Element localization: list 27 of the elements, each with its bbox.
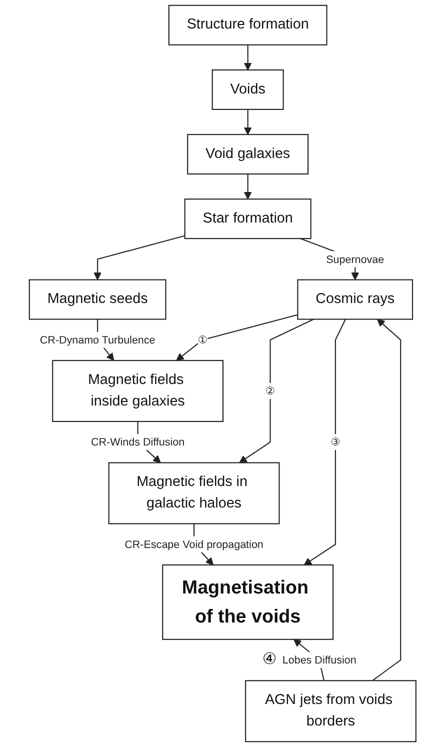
node-box: Magnetic fields in galactic haloes bbox=[108, 462, 280, 524]
edge-label: Supernovae bbox=[326, 252, 384, 266]
edge-label: CR-Escape Void propagation bbox=[124, 538, 264, 551]
edge-label: ② bbox=[266, 384, 276, 398]
edge-label: CR-Dynamo Turbulence bbox=[40, 334, 156, 346]
arrow bbox=[244, 174, 252, 200]
arrow bbox=[304, 319, 346, 566]
node-box: Magnetisation of the voids bbox=[162, 564, 334, 640]
node-box: Star formation bbox=[184, 198, 312, 240]
arrow bbox=[176, 314, 298, 361]
arrow bbox=[94, 235, 186, 280]
callout-number: ④ bbox=[262, 652, 277, 668]
edge-label: CR-Winds Diffusion bbox=[91, 436, 185, 448]
node-box: Magnetic fields inside galaxies bbox=[52, 360, 224, 422]
node-box: Cosmic rays bbox=[298, 279, 414, 320]
node-box: AGN jets from voids borders bbox=[245, 680, 417, 742]
node-box: Void galaxies bbox=[187, 134, 309, 175]
edge-label: ① bbox=[198, 334, 208, 346]
arrow bbox=[239, 318, 314, 464]
arrow bbox=[244, 109, 252, 135]
edge-label: Lobes Diffusion bbox=[282, 654, 357, 666]
arrow bbox=[244, 44, 252, 70]
arrow bbox=[372, 318, 402, 682]
edge-label: ③ bbox=[330, 436, 341, 448]
node-box: Structure formation bbox=[168, 4, 328, 46]
node-box: Voids bbox=[212, 69, 284, 110]
node-box: Magnetic seeds bbox=[29, 279, 167, 320]
